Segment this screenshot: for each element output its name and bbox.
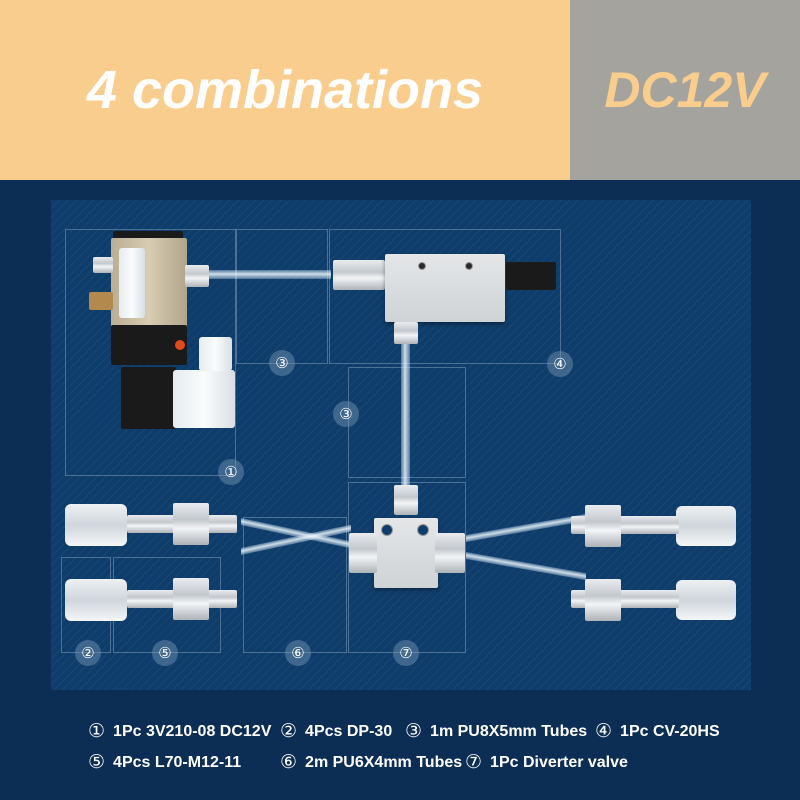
- valve-inlet-fitting: [93, 257, 113, 273]
- item-number: ⑥: [280, 752, 298, 773]
- item-number: ⑤: [88, 752, 106, 773]
- diverter-top-fitting: [394, 485, 418, 515]
- outline-vacuum-generator: [329, 229, 561, 364]
- connector-cap: [199, 337, 232, 371]
- badge-3-vertical: ③: [333, 401, 359, 427]
- badge-1: ①: [218, 459, 244, 485]
- header-voltage-area: DC12V: [570, 0, 800, 180]
- generator-vacuum-port: [394, 322, 418, 344]
- badge-6: ⑥: [285, 640, 311, 666]
- valve-top-cap: [113, 231, 183, 241]
- legend-row: ① 1Pc 3V210-08 DC12V ② 4Pcs DP-30 ③ 1m PU8X…: [88, 716, 768, 747]
- item-number: ②: [280, 721, 298, 742]
- tube-8mm-horizontal: [201, 270, 331, 279]
- tube-6mm-lower-right: [466, 552, 586, 581]
- suction-cup-left-top: [65, 504, 127, 546]
- item-text: 2m PU6X4mm Tubes: [305, 753, 463, 771]
- generator-inlet-fitting: [333, 260, 385, 290]
- legend-row: ⑤ 4Pcs L70-M12-11 ⑥ 2m PU6X4mm Tubes ⑦ 1Pc …: [88, 747, 768, 778]
- parts-legend: ① 1Pc 3V210-08 DC12V ② 4Pcs DP-30 ③ 1m PU8X…: [88, 716, 768, 778]
- legend-item: ⑥ 2m PU6X4mm Tubes: [280, 751, 465, 774]
- valve-outlet-fitting: [185, 265, 209, 287]
- mount-hole: [417, 524, 429, 536]
- legend-item: ⑤ 4Pcs L70-M12-11: [88, 751, 280, 774]
- mount-hole: [418, 262, 426, 270]
- manual-override-button: [175, 340, 185, 350]
- valve-muffler: [89, 292, 113, 310]
- suction-cup-right-bottom: [676, 580, 736, 620]
- mount-hole: [465, 262, 473, 270]
- tube-8mm-vertical: [401, 335, 410, 485]
- legend-item: ① 1Pc 3V210-08 DC12V: [88, 720, 280, 743]
- nut-left-bottom: [173, 578, 209, 620]
- item-number: ③: [405, 721, 423, 742]
- legend-item: ③ 1m PU8X5mm Tubes: [405, 720, 595, 743]
- nut-left-top: [173, 503, 209, 545]
- item-text: 1Pc CV-20HS: [620, 722, 720, 740]
- outline-tubes-6mm: [243, 517, 347, 653]
- header-title-area: 4 combinations: [0, 0, 570, 180]
- badge-7: ⑦: [393, 640, 419, 666]
- item-number: ④: [595, 721, 613, 742]
- page-title: 4 combinations: [86, 60, 484, 120]
- item-text: 1Pc Diverter valve: [490, 753, 628, 771]
- vacuum-generator-body: [385, 254, 505, 322]
- badge-4: ④: [547, 351, 573, 377]
- tube-6mm-upper-right: [466, 513, 586, 542]
- badge-5: ⑤: [152, 640, 178, 666]
- coil-connector: [173, 370, 235, 428]
- mount-hole: [381, 524, 393, 536]
- nut-right-top: [585, 505, 621, 547]
- product-diagram: ① ③ ③ ④ ② ⑤ ⑥ ⑦: [51, 200, 751, 690]
- item-text: 1Pc 3V210-08 DC12V: [113, 722, 272, 740]
- nut-right-bottom: [585, 579, 621, 621]
- suction-cup-right-top: [676, 506, 736, 546]
- diverter-right-fittings: [435, 533, 465, 573]
- item-number: ⑦: [465, 752, 483, 773]
- generator-silencer: [506, 262, 556, 290]
- legend-item: ⑦ 1Pc Diverter valve: [465, 751, 628, 774]
- suction-cup-left-bottom: [65, 579, 127, 621]
- voltage-label: DC12V: [604, 62, 766, 118]
- item-text: 4Pcs DP-30: [305, 722, 393, 740]
- valve-label-plate: [119, 248, 145, 318]
- legend-item: ④ 1Pc CV-20HS: [595, 720, 720, 743]
- badge-3-top: ③: [269, 350, 295, 376]
- outline-solenoid-valve: [65, 229, 236, 476]
- legend-item: ② 4Pcs DP-30: [280, 720, 405, 743]
- item-number: ①: [88, 721, 106, 742]
- valve-lower-body: [111, 325, 187, 365]
- item-text: 1m PU8X5mm Tubes: [430, 722, 588, 740]
- badge-2: ②: [75, 640, 101, 666]
- header-banner: 4 combinations DC12V: [0, 0, 800, 180]
- item-text: 4Pcs L70-M12-11: [113, 753, 242, 771]
- outline-tube-top: [236, 229, 328, 364]
- diverter-valve-body: [374, 518, 438, 588]
- solenoid-coil: [121, 367, 176, 429]
- diverter-left-fittings: [349, 533, 377, 573]
